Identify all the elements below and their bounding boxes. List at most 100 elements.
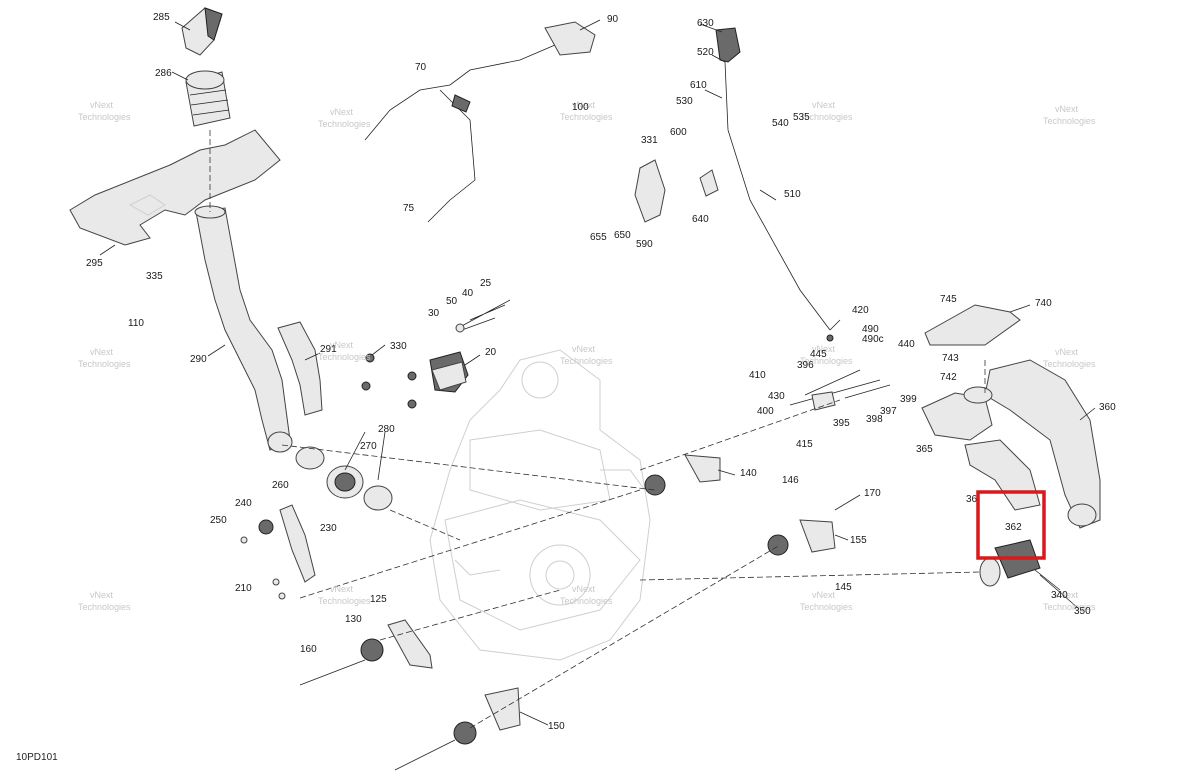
callout-640[interactable]: 640	[692, 214, 709, 225]
callout-30[interactable]: 30	[428, 308, 440, 319]
callout-25[interactable]: 25	[480, 278, 492, 289]
callout-170[interactable]: 170	[864, 488, 881, 499]
callout-335[interactable]: 335	[146, 271, 163, 282]
callout-440[interactable]: 440	[898, 339, 915, 350]
callout-740[interactable]: 740	[1035, 298, 1052, 309]
callout-210[interactable]: 210	[235, 583, 252, 594]
callout-40[interactable]: 40	[462, 288, 474, 299]
callout-160[interactable]: 160	[300, 644, 317, 655]
callout-743[interactable]: 743	[942, 353, 959, 364]
exhaust-inlet-365[interactable]	[921, 386, 993, 441]
callout-610[interactable]: 610	[690, 80, 707, 91]
callout-280[interactable]: 280	[378, 424, 395, 435]
callout-650[interactable]: 650	[614, 230, 631, 241]
callout-50[interactable]: 50	[446, 296, 458, 307]
callout-742[interactable]: 742	[940, 372, 957, 383]
callout-397[interactable]: 397	[880, 406, 897, 417]
engine-mount-155[interactable]	[767, 519, 836, 556]
callout-420[interactable]: 420	[852, 305, 869, 316]
callout-340[interactable]: 340	[1051, 590, 1068, 601]
intake-duct[interactable]	[194, 205, 293, 453]
callout-400[interactable]: 400	[757, 406, 774, 417]
callout-330[interactable]: 330	[390, 341, 407, 352]
engine-mount-130[interactable]	[299, 619, 433, 686]
callout-240[interactable]: 240	[235, 498, 252, 509]
callout-535[interactable]: 535	[793, 112, 810, 123]
air-intake-boot[interactable]	[185, 70, 231, 127]
bolt-set-330[interactable]	[361, 353, 417, 409]
callout-655[interactable]: 655	[590, 232, 607, 243]
callout-146[interactable]: 146	[782, 475, 799, 486]
shift-linkage[interactable]	[789, 334, 891, 411]
callout-415[interactable]: 415	[796, 439, 813, 450]
callout-590[interactable]: 590	[636, 239, 653, 250]
svg-text:vNext: vNext	[812, 344, 836, 354]
svg-text:vNext: vNext	[90, 590, 114, 600]
callout-230[interactable]: 230	[320, 523, 337, 534]
svg-text:Technologies: Technologies	[1043, 116, 1096, 126]
curved-duct[interactable]	[277, 321, 323, 416]
svg-text:Technologies: Technologies	[318, 119, 371, 129]
callout-396[interactable]: 396	[797, 360, 814, 371]
callout-155[interactable]: 155	[850, 535, 867, 546]
callout-490c[interactable]: 490c	[862, 334, 884, 345]
callout-150[interactable]: 150	[548, 721, 565, 732]
callout-100[interactable]: 100	[572, 102, 589, 113]
callout-445[interactable]: 445	[810, 349, 827, 360]
callout-540[interactable]: 540	[772, 118, 789, 129]
clamp-270[interactable]	[295, 446, 393, 511]
module-20[interactable]	[429, 351, 469, 393]
callout-520[interactable]: 520	[697, 47, 714, 58]
callout-75[interactable]: 75	[403, 203, 415, 214]
callout-630[interactable]: 630	[697, 18, 714, 29]
callout-398[interactable]: 398	[866, 414, 883, 425]
callout-530[interactable]: 530	[676, 96, 693, 107]
callout-145[interactable]: 145	[835, 582, 852, 593]
callout-270[interactable]: 270	[360, 441, 377, 452]
svg-text:vNext: vNext	[572, 344, 596, 354]
callout-260[interactable]: 260	[272, 480, 289, 491]
callout-70[interactable]: 70	[415, 62, 427, 73]
callout-20[interactable]: 20	[485, 347, 497, 358]
callout-350[interactable]: 350	[1074, 606, 1091, 617]
callout-291[interactable]: 291	[320, 344, 337, 355]
bolt-set-upper[interactable]	[455, 299, 511, 333]
callout-399[interactable]: 399	[900, 394, 917, 405]
engine-mount-150[interactable]	[394, 687, 521, 771]
svg-text:vNext: vNext	[90, 347, 114, 357]
callout-745[interactable]: 745	[940, 294, 957, 305]
callout-90[interactable]: 90	[607, 14, 619, 25]
callout-490[interactable]: 490	[862, 324, 879, 335]
air-intake-cap[interactable]	[181, 7, 223, 56]
callout-250[interactable]: 250	[210, 515, 227, 526]
callout-285[interactable]: 285	[153, 12, 170, 23]
engine-mount-140[interactable]	[644, 454, 721, 496]
shift-lever[interactable]	[634, 27, 831, 331]
bracket-230[interactable]	[240, 504, 316, 600]
callout-600[interactable]: 600	[670, 127, 687, 138]
mounting-plate[interactable]	[69, 129, 281, 246]
callout-360[interactable]: 360	[1099, 402, 1116, 413]
callout-510[interactable]: 510	[784, 189, 801, 200]
callout-110[interactable]: 110	[128, 318, 144, 329]
callout-331[interactable]: 331	[641, 135, 658, 146]
callout-362[interactable]: 362	[1005, 522, 1022, 533]
callout-140[interactable]: 140	[740, 468, 757, 479]
svg-text:vNext: vNext	[330, 584, 354, 594]
callout-365[interactable]: 365	[916, 444, 933, 455]
callout-290[interactable]: 290	[190, 354, 207, 365]
callout-295[interactable]: 295	[86, 258, 103, 269]
callout-430[interactable]: 430	[768, 391, 785, 402]
callout-286[interactable]: 286	[155, 68, 172, 79]
svg-text:vNext: vNext	[572, 100, 596, 110]
callout-36[interactable]: 36	[966, 494, 978, 505]
svg-text:Technologies: Technologies	[800, 356, 853, 366]
bracket-740[interactable]	[924, 304, 1021, 346]
callout-410[interactable]: 410	[749, 370, 766, 381]
callout-130[interactable]: 130	[345, 614, 362, 625]
muffler-360[interactable]	[984, 359, 1101, 529]
exhaust-elbow-362[interactable]	[964, 439, 1041, 587]
throttle-cable[interactable]	[364, 21, 596, 223]
callout-125[interactable]: 125	[370, 594, 387, 605]
callout-395[interactable]: 395	[833, 418, 850, 429]
